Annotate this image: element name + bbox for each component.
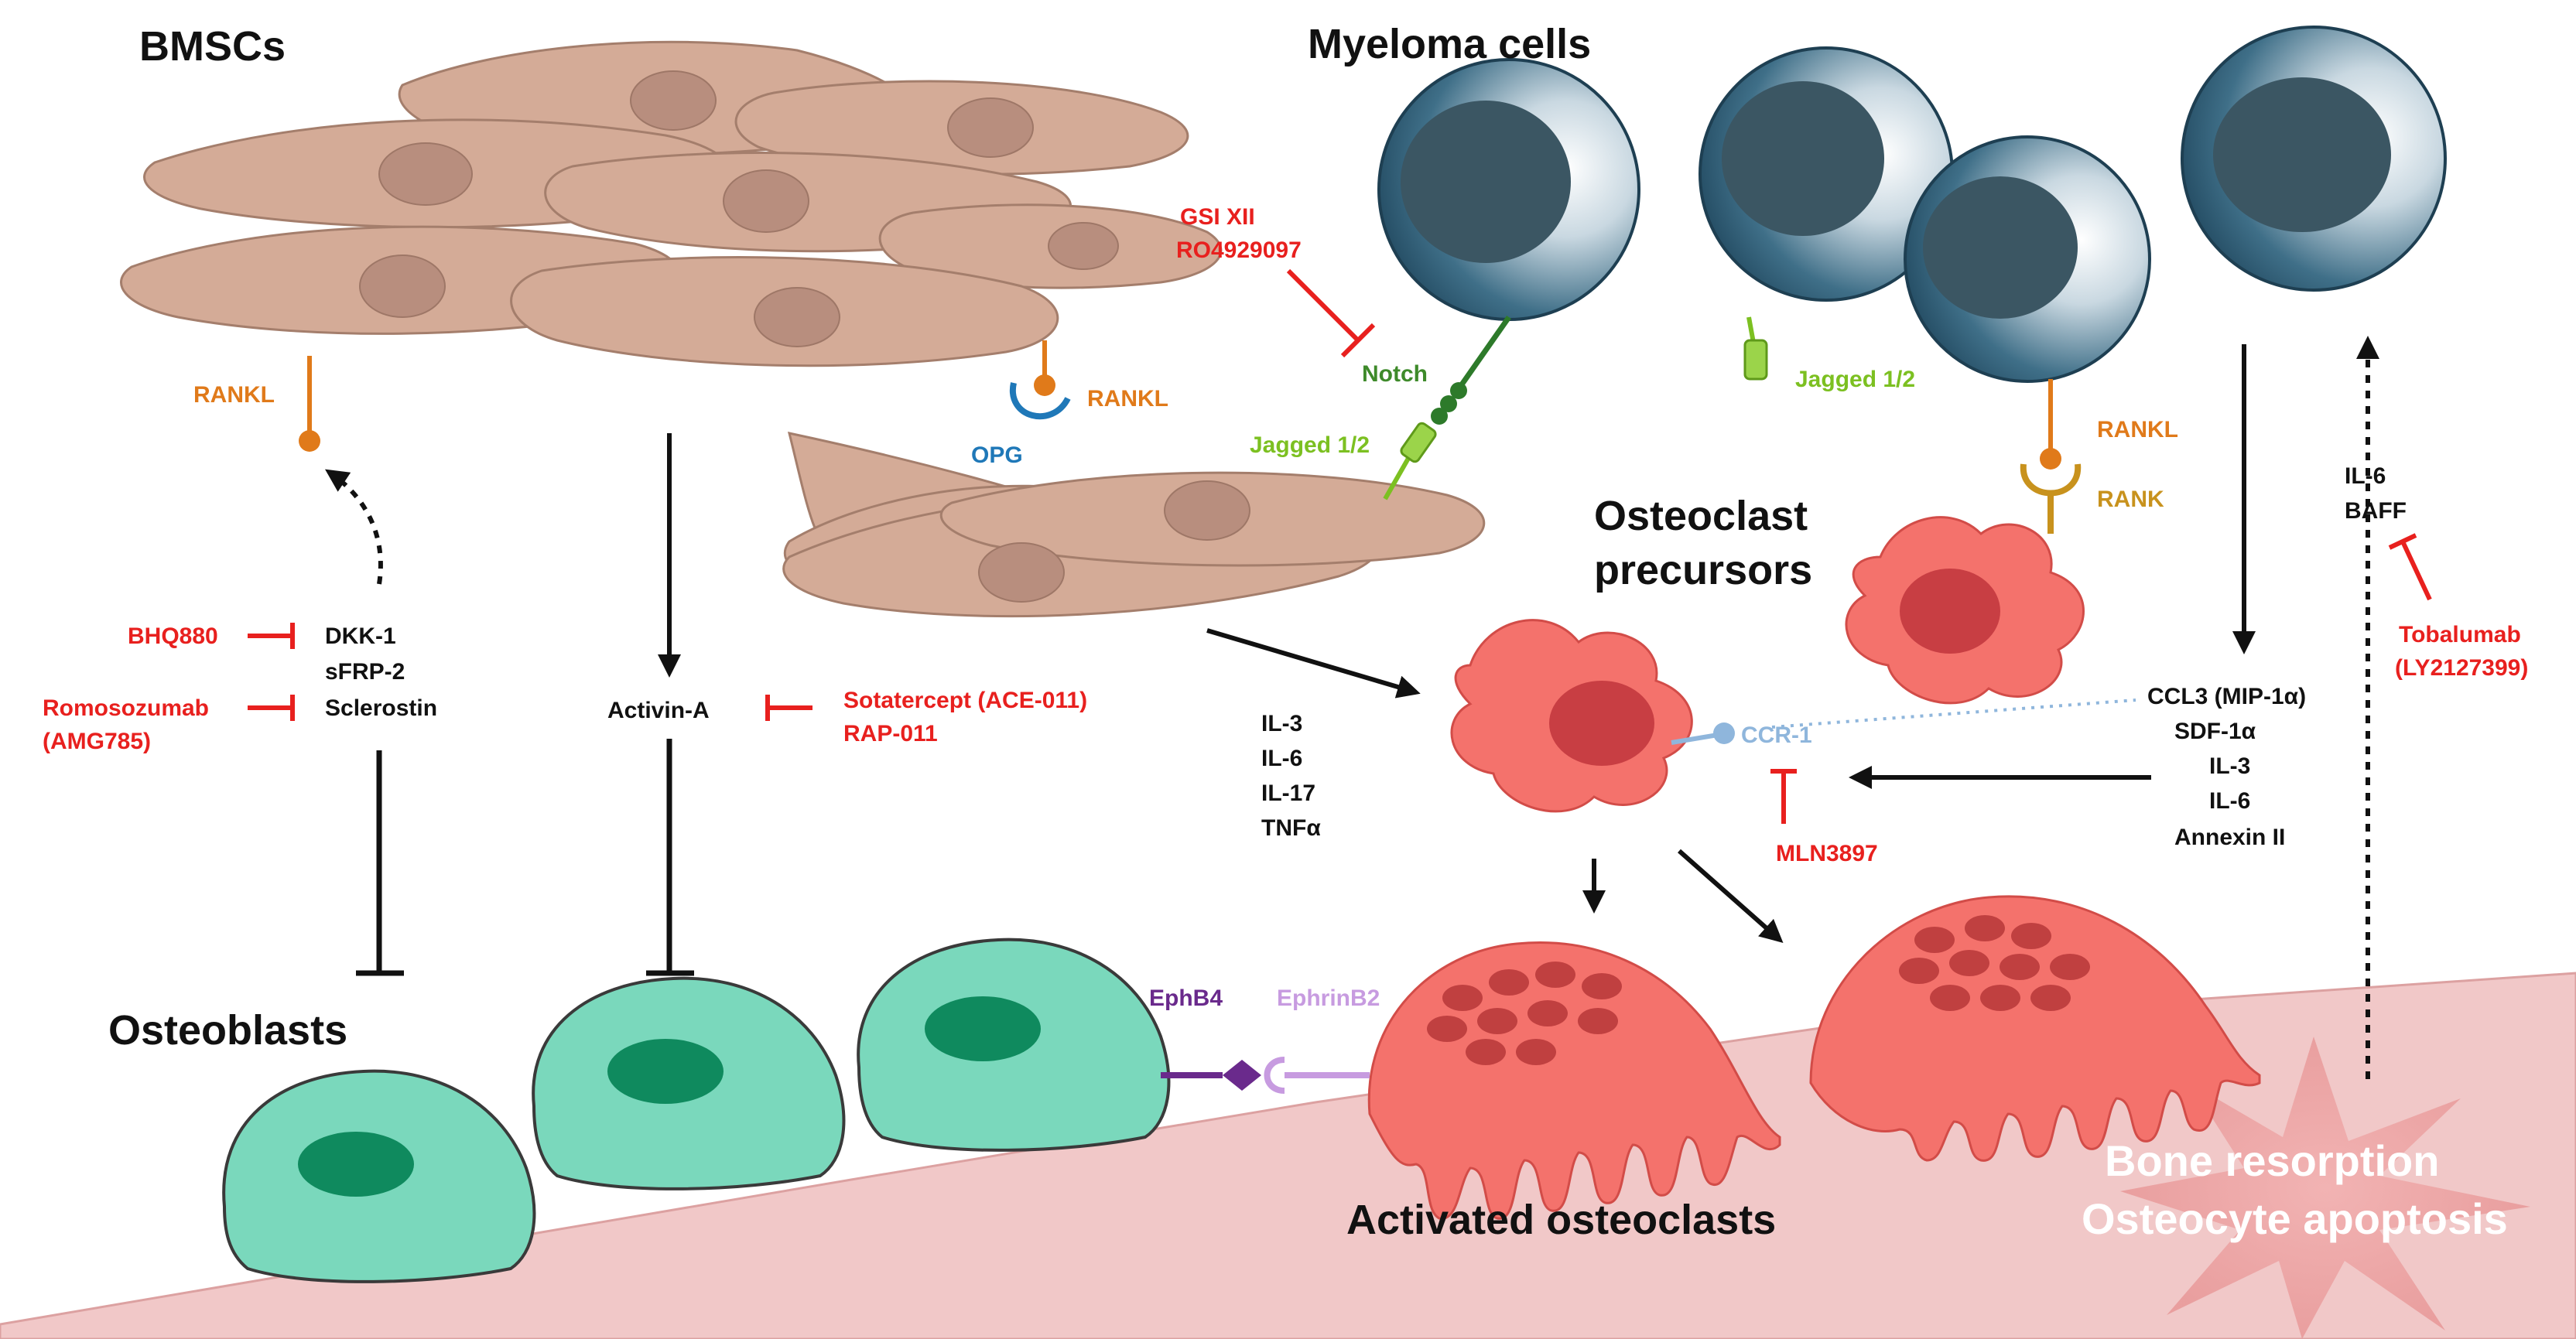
- bmsc-nucleus: [1048, 222, 1119, 270]
- cytokine-il17: IL-17: [1261, 781, 1315, 806]
- rankl-mid-ligand: [1034, 340, 1055, 396]
- osteoclast-granules: [1427, 915, 2090, 1065]
- label-rank: RANK: [2097, 487, 2164, 512]
- factor-dkk1: DKK-1: [325, 623, 396, 649]
- title-bmscs: BMSCs: [139, 23, 286, 70]
- osteoblast-nucleus: [298, 1132, 414, 1197]
- jagged-left-ligand: [1383, 422, 1437, 500]
- bmsc-nucleus: [1164, 480, 1250, 541]
- notch-receptor: [1431, 315, 1511, 425]
- drug-ro4929097: RO4929097: [1176, 237, 1302, 263]
- bmsc-nucleus: [630, 70, 717, 131]
- drug-rap011: RAP-011: [843, 721, 938, 746]
- drug-ly2127399: (LY2127399): [2395, 655, 2528, 681]
- label-rankl-right: RANKL: [2097, 417, 2178, 442]
- factor-sfrp2: sFRP-2: [325, 659, 405, 685]
- myeloma-nucleus: [1923, 176, 2078, 319]
- label-ephrinb2: EphrinB2: [1277, 985, 1380, 1011]
- label-ephb4: EphB4: [1149, 985, 1223, 1011]
- rank-receptor: [2020, 463, 2082, 534]
- title-osteoclast-precursors-1: Osteoclast: [1594, 493, 1808, 539]
- label-notch: Notch: [1362, 361, 1428, 387]
- arrow-bmsc-to-precursor: [1206, 628, 1421, 699]
- feedback-baff: BAFF: [2345, 498, 2407, 524]
- bmsc-nucleus: [359, 254, 446, 318]
- myeloma-factor-il6: IL-6: [2209, 788, 2250, 814]
- bmsc-nucleus: [754, 287, 840, 347]
- label-rankl-left: RANKL: [193, 382, 275, 408]
- drug-sotatercept: Sotatercept (ACE-011): [843, 688, 1087, 713]
- label-opg: OPG: [971, 442, 1023, 468]
- rankl-right-ligand: [2040, 379, 2061, 470]
- myeloma-factor-il3: IL-3: [2209, 753, 2250, 779]
- label-rankl-mid: RANKL: [1087, 386, 1168, 412]
- bmsc-nucleus: [378, 142, 473, 206]
- bmsc-nucleus: [978, 542, 1065, 603]
- drug-mln3897: MLN3897: [1776, 841, 1878, 866]
- factor-sclerostin: Sclerostin: [325, 695, 437, 721]
- ephb4-ephrinb2: [1161, 1057, 1370, 1094]
- bone-resorption-star: [2120, 1037, 2530, 1339]
- myeloma-factor-ccl3: CCL3 (MIP-1α): [2147, 684, 2306, 709]
- drug-inhibitors: [248, 268, 2432, 824]
- title-osteoclast-precursors-2: precursors: [1594, 547, 1812, 593]
- cytokine-tnfa: TNFα: [1261, 815, 1321, 841]
- inhibition-lines: [356, 739, 694, 976]
- bmsc-lower-nuclei: [978, 480, 1250, 603]
- label-jagged-right: Jagged 1/2: [1795, 367, 1915, 392]
- title-osteoblasts: Osteoblasts: [108, 1007, 347, 1054]
- osteoclast-precursor-nucleus: [1549, 681, 1654, 766]
- factor-activin: Activin-A: [607, 698, 710, 723]
- myeloma-nucleus: [1401, 101, 1571, 263]
- title-activated-osteoclasts: Activated osteoclasts: [1346, 1197, 1776, 1243]
- osteoclast-precursor-nucleus: [1900, 569, 2000, 654]
- osteoblast-nucleus: [607, 1039, 724, 1104]
- drug-bhq880: BHQ880: [128, 623, 218, 649]
- label-ccr1: CCR-1: [1741, 722, 1812, 748]
- myeloma-factor-sdf1a: SDF-1α: [2174, 719, 2256, 744]
- feedback-il6: IL-6: [2345, 463, 2386, 489]
- bmsc-nucleus: [947, 97, 1034, 158]
- ccr1-receptor: [1671, 699, 2136, 745]
- drug-romosozumab: Romosozumab: [43, 695, 209, 721]
- bmsc-nucleus: [723, 169, 809, 233]
- activated-osteoclast-cell: [1367, 941, 1781, 1220]
- myeloma-nucleus: [2213, 77, 2391, 232]
- jagged-right-ligand: [1743, 316, 1768, 381]
- arrow-precursor-diagonal: [1678, 849, 1784, 943]
- drug-tobalumab: Tobalumab: [2399, 622, 2521, 647]
- arrows: [325, 336, 2379, 1079]
- drug-amg785: (AMG785): [43, 729, 151, 754]
- myeloma-nucleus: [1722, 81, 1884, 236]
- osteoclast-precursors: [1450, 516, 2085, 813]
- label-osteocyte-apoptosis: Osteocyte apoptosis: [2082, 1194, 2508, 1243]
- cytokine-il6: IL-6: [1261, 746, 1302, 771]
- drug-gsi-xii: GSI XII: [1180, 204, 1255, 230]
- rankl-left-ligand: [299, 356, 320, 452]
- label-bone-resorption: Bone resorption: [2105, 1136, 2439, 1185]
- myeloma-factor-annexin: Annexin II: [2174, 825, 2285, 850]
- title-myeloma: Myeloma cells: [1308, 21, 1591, 67]
- label-jagged-left: Jagged 1/2: [1250, 432, 1370, 458]
- opg-receptor: [1009, 382, 1071, 420]
- osteoblast-nucleus: [925, 996, 1041, 1061]
- cytokine-il3: IL-3: [1261, 711, 1302, 736]
- myeloma-cells: [1377, 26, 2447, 383]
- arrow-wnt-to-rankl: [325, 469, 383, 585]
